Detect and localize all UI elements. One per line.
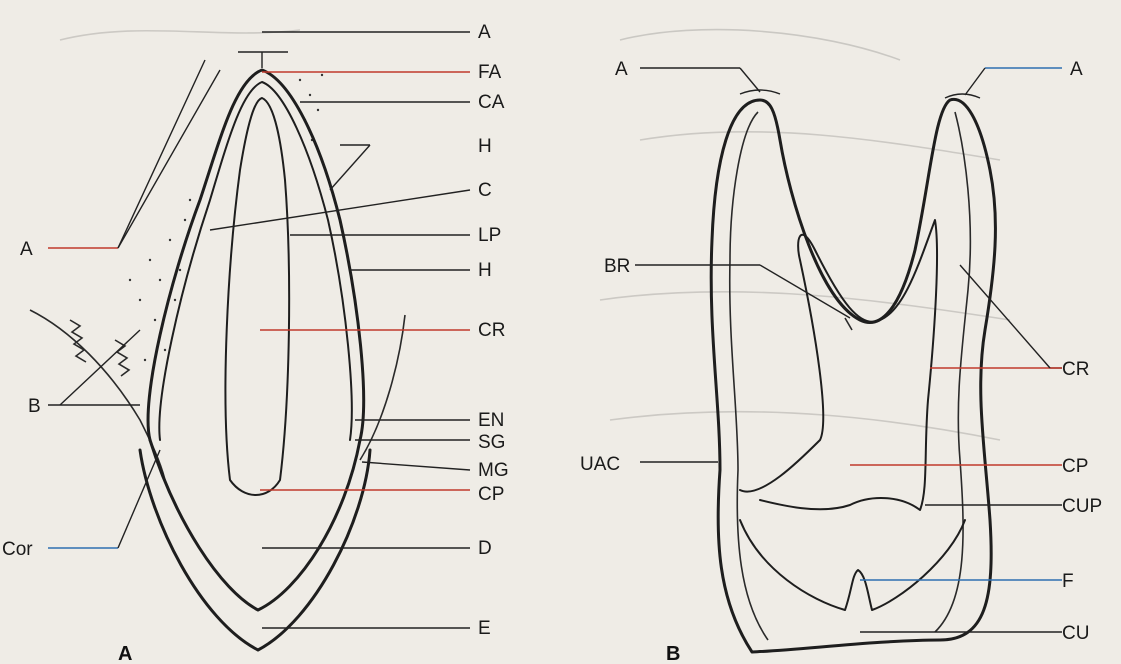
figure-a-tooth: [30, 52, 405, 650]
label-e: E: [478, 618, 491, 639]
molar-outline: [711, 99, 995, 652]
enamel-inner-left: [730, 112, 768, 640]
label-c: C: [478, 180, 492, 201]
root-outline: [148, 70, 364, 440]
furcation-line: [740, 520, 965, 610]
label-b-cp: CP: [1062, 456, 1088, 477]
label-d: D: [478, 538, 492, 559]
periodontal-ligament-wave: [70, 320, 86, 362]
label-en: EN: [478, 410, 504, 431]
label-b-cr: CR: [1062, 359, 1089, 380]
label-b-a-left: A: [615, 59, 628, 80]
periodontal-ligament-wave-2: [115, 340, 129, 376]
label-cor: Cor: [2, 539, 33, 560]
label-fa: FA: [478, 62, 502, 83]
figure-b-leaders: [635, 68, 1062, 632]
background-texture: [60, 30, 1010, 440]
label-br: BR: [604, 256, 630, 277]
label-f: F: [1062, 571, 1074, 592]
label-h-upper: H: [478, 136, 492, 157]
label-sg: SG: [478, 432, 505, 453]
enamel-inner-right: [935, 112, 970, 632]
gingiva-line-right: [360, 315, 405, 460]
enamel-outline: [140, 450, 370, 650]
label-ca: CA: [478, 92, 505, 113]
label-cr: CR: [478, 320, 505, 341]
label-mg: MG: [478, 460, 509, 481]
label-cp: CP: [478, 484, 504, 505]
label-uac: UAC: [580, 454, 620, 475]
cementum-line: [159, 82, 351, 440]
figure-a-caption: A: [118, 643, 132, 664]
label-h-lower: H: [478, 260, 492, 281]
pulp-chamber: [740, 220, 937, 510]
crown-outline: [150, 440, 360, 610]
figure-b-caption: B: [666, 643, 680, 664]
figure-a-labels-left: [48, 60, 220, 548]
label-lp: LP: [478, 225, 501, 246]
label-b: B: [28, 396, 41, 417]
label-cup: CUP: [1062, 496, 1102, 517]
gingiva-line: [30, 310, 165, 480]
pulp-canal: [225, 98, 289, 495]
figure-b-text: A BR UAC A CR CP CUP F CU B: [580, 59, 1102, 664]
figure-b-tooth: [711, 90, 995, 652]
label-b-a-right: A: [1070, 59, 1083, 80]
label-a-left: A: [20, 239, 33, 260]
label-cu: CU: [1062, 623, 1089, 644]
label-a-apex: A: [478, 22, 491, 43]
